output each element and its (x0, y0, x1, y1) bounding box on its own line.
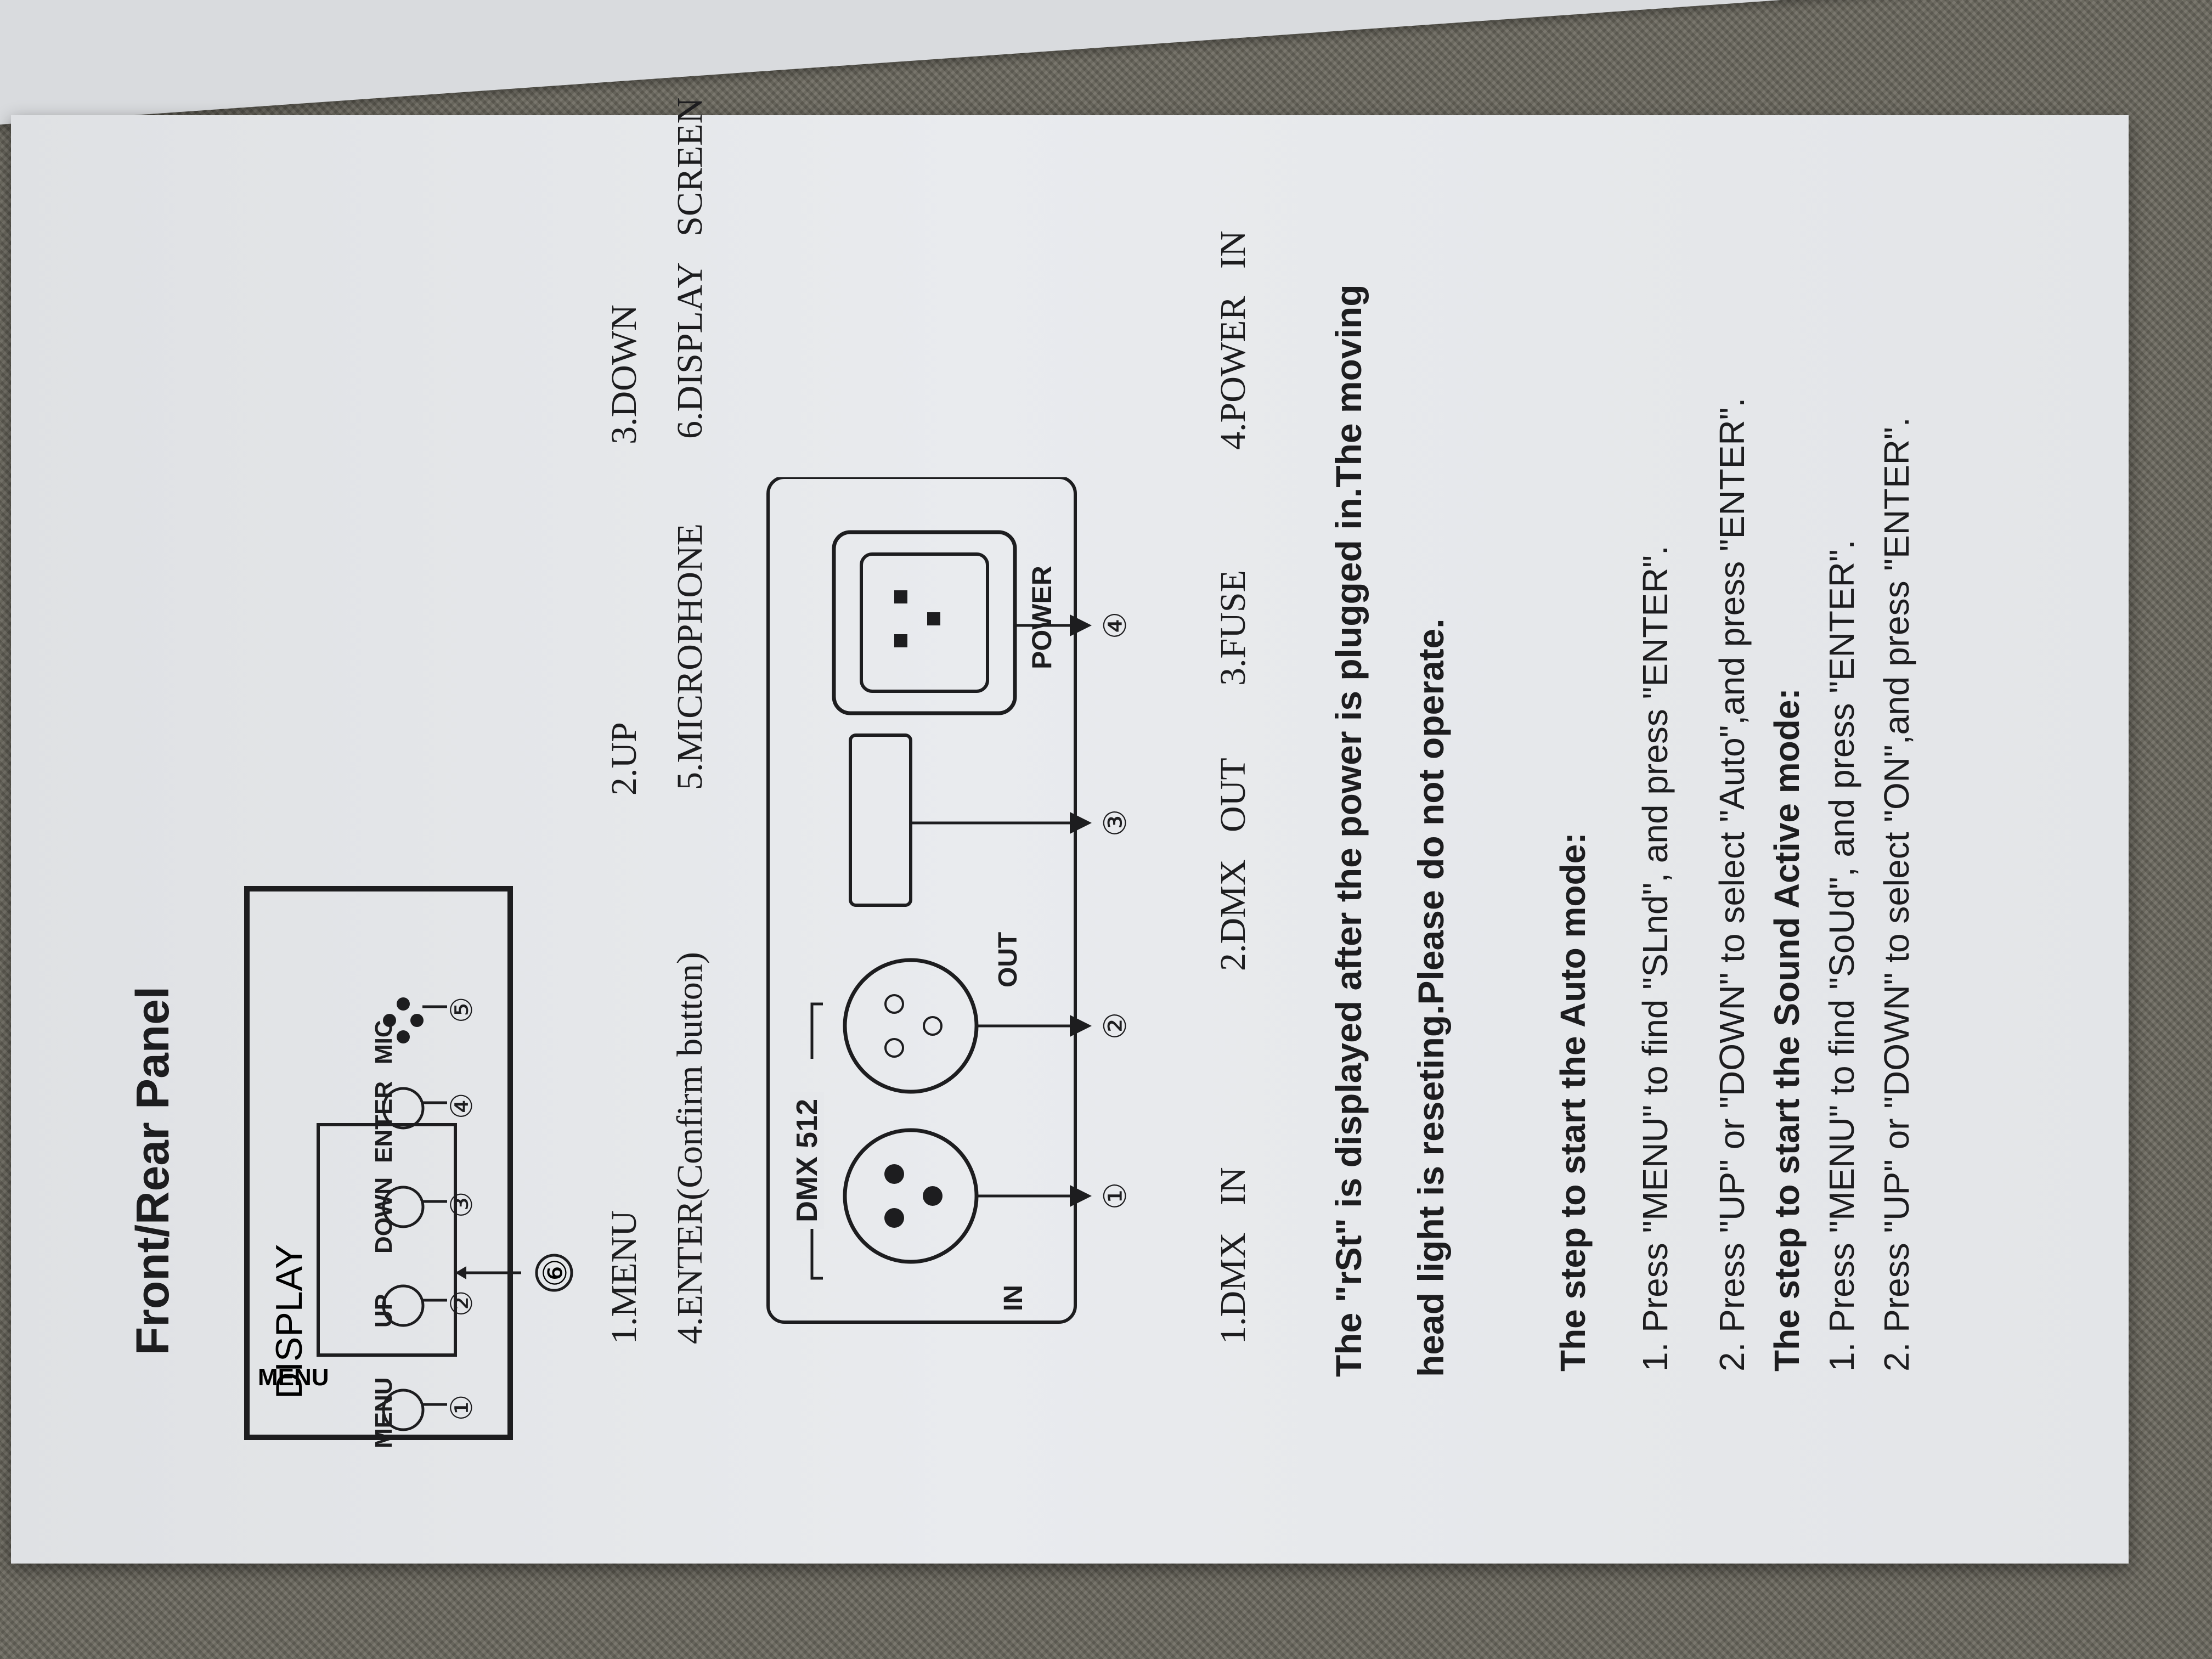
in-label: IN (999, 1285, 1028, 1311)
back-page-edge (0, 0, 2096, 131)
power-label: POWER (1026, 566, 1057, 669)
mic-icon (383, 997, 424, 1043)
fuse-holder (849, 733, 912, 907)
dmx-bracket-left (810, 1223, 823, 1280)
auto-mode-step-1: 1. Press "MENU" to find "SLnd", and pres… (1635, 545, 1675, 1372)
menu-button: MENU (258, 1364, 329, 1391)
rear-panel-labels: DMX 512 IN OUT POWER ① ② ③ ④ (757, 477, 1196, 1333)
enter-button-circle (382, 1087, 425, 1130)
rear-panel-outline (766, 477, 1077, 1324)
rear-pointer-arrows (911, 614, 1092, 1207)
down-button-circle (382, 1186, 425, 1228)
sound-mode-step-2: 2. Press "UP" or "DOWN" to select "ON",a… (1877, 417, 1916, 1372)
front-buttons (382, 997, 425, 1431)
fuse-num: ③ (1098, 809, 1132, 837)
dmx-label: DMX 512 (790, 1092, 824, 1229)
front-legend-4: 4.ENTER(Confirm button) (670, 952, 710, 1344)
display-label: DISPLAY (268, 1244, 310, 1399)
auto-mode-heading: The step to start the Auto mode: (1553, 832, 1593, 1372)
page-title: Front/Rear Panel (127, 986, 178, 1355)
power-inlet-icon (832, 530, 1017, 715)
front-panel-labels: MENU UP DOWN ENTER MIC ① ② ③ ④ ⑤ (203, 878, 532, 1448)
front-legend-5: 5.MICROPHONE (670, 523, 710, 790)
rear-legend-3: 3.FUSE (1213, 570, 1253, 686)
front-legend-2: 2.UP (604, 722, 644, 795)
notice-line-1: The "rSt" is displayed after the power i… (1328, 284, 1369, 1377)
up-button-circle (382, 1284, 425, 1327)
display-num-circle (535, 1254, 573, 1292)
display-screen (317, 1123, 457, 1357)
power-num: ④ (1098, 611, 1132, 639)
front-legend-6: 6.DISPLAY SCREEN (670, 97, 710, 439)
rear-legend-1: 1.DMX IN (1213, 1167, 1253, 1344)
front-pointer-lines (422, 1005, 447, 1406)
down-button-label: DOWN (370, 1177, 397, 1254)
sound-mode-heading: The step to start the Sound Active mode: (1767, 688, 1807, 1372)
enter-button-label: ENTER (370, 1081, 397, 1163)
menu-button-circle (382, 1389, 425, 1431)
notice-line-2: head light is reseting.Please do not ope… (1410, 618, 1451, 1377)
manual-page-content: Front/Rear Panel DISPLAY ⑥ MENU (11, 98, 2129, 1564)
front-legend-1: 1.MENU (604, 1210, 644, 1344)
up-button-label: UP (370, 1294, 397, 1328)
mic-label: MIC (370, 1020, 397, 1064)
auto-mode-step-2: 2. Press "UP" or "DOWN" to select "Auto"… (1712, 397, 1752, 1372)
display-pointer-arrow (455, 1266, 466, 1279)
out-label: OUT (994, 932, 1023, 988)
dmx-in-num: ① (1098, 1182, 1132, 1210)
front-panel-outline (244, 886, 513, 1440)
rear-legend-4: 4.POWER IN (1213, 230, 1253, 450)
manual-page: Front/Rear Panel DISPLAY ⑥ MENU (11, 98, 2129, 1564)
menu-button-label: MENU (370, 1377, 397, 1448)
dmx-out-num: ② (1098, 1012, 1132, 1040)
display-num: ⑥ (538, 1259, 573, 1287)
dmx-bracket-right (810, 1002, 823, 1059)
rear-panel-diagram (766, 477, 1092, 1324)
rear-legend-2: 2.DMX OUT (1213, 758, 1253, 971)
front-legend-3: 3.DOWN (604, 304, 644, 444)
sound-mode-step-1: 1. Press "MENU" to find "SoUd", and pres… (1822, 539, 1861, 1372)
front-panel-diagram: DISPLAY ⑥ MENU (244, 886, 573, 1440)
menu-label: MENU (258, 1364, 329, 1391)
